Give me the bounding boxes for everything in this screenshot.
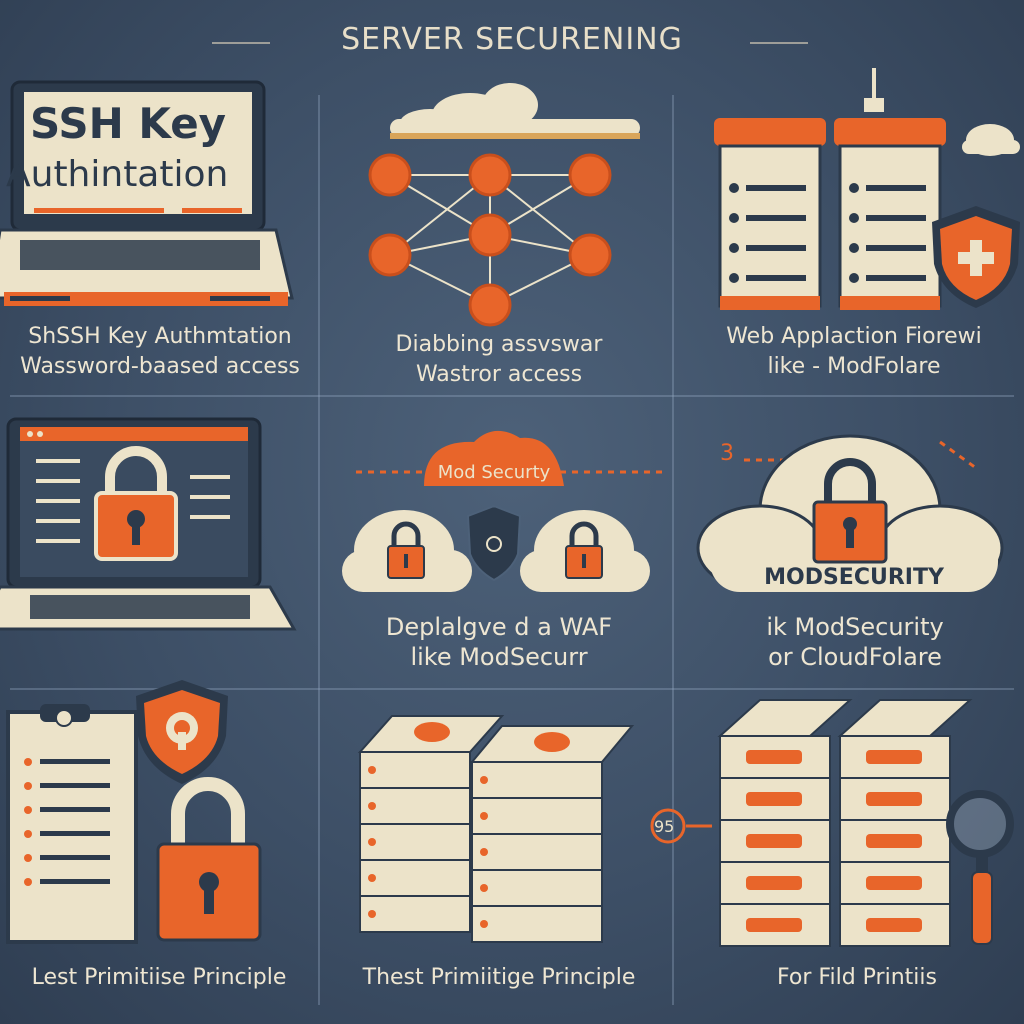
server-rack-icon — [837, 699, 973, 947]
cloud-lock-icon — [520, 510, 650, 592]
caption-line-1: Deplalgve d a WAF — [385, 613, 613, 641]
padlock-icon — [94, 446, 178, 561]
padlock-icon — [156, 777, 262, 942]
number-badge: 3 — [720, 441, 734, 466]
padlock-icon — [812, 458, 888, 564]
panel-modsecurity-cloud: 3 MODSECURITY — [690, 420, 1020, 610]
row-divider-1 — [10, 395, 1014, 397]
panel-waf: Mod Securty — [334, 420, 664, 600]
caption-line-1: For Fild Printiis — [777, 965, 937, 990]
caption-firewall: Web Applaction Fiorewi like - ModFolare — [684, 322, 1024, 382]
title-rule-left — [212, 42, 270, 44]
checklist-lock-illustration — [6, 680, 262, 944]
cloud-icon — [696, 434, 1004, 592]
caption-line-2: Wastror access — [415, 362, 583, 387]
caption-line-1: Diabbing assvswar — [395, 332, 603, 357]
clipboard-icon — [6, 704, 138, 944]
caption-line-1: ik ModSecurity — [766, 613, 944, 641]
page-title: SERVER SECURENING — [341, 22, 683, 57]
panel-stacked-servers — [352, 696, 652, 956]
panel-server-audit: 95 — [650, 696, 1020, 958]
panel-least-privilege — [0, 676, 300, 956]
cloud-lock-icon — [342, 510, 472, 592]
caption-line-1: Thest Primiitige Principle — [362, 965, 636, 990]
caption-server-audit: For Fild Printiis — [690, 963, 1024, 993]
panel-ssh-key: SSH Key Authintation — [0, 80, 300, 320]
locked-laptop-icon — [0, 417, 297, 631]
caption-waf: Deplalgve d a WAF like ModSecurr — [334, 612, 664, 672]
server-stack-icon — [469, 725, 635, 943]
panel-firewall — [700, 68, 1020, 318]
number-badge: 95 — [654, 817, 674, 836]
caption-line-1: Web Applaction Fiorewi — [726, 324, 982, 349]
server-icon — [834, 118, 946, 310]
waf-badge-label: Mod Securty — [438, 462, 551, 483]
row-divider-2 — [10, 688, 1014, 690]
cloud-label: MODSECURITY — [764, 565, 945, 590]
modsecurity-cloud-illustration: 3 MODSECURITY — [696, 434, 1004, 592]
screen-title: SSH Key — [30, 99, 226, 148]
caption-line-2: like - ModFolare — [767, 354, 941, 379]
network-diagram — [368, 83, 640, 327]
shield-icon — [136, 680, 228, 784]
cloud-icon — [390, 83, 640, 139]
column-divider-1 — [318, 95, 320, 1005]
title-rule-right — [750, 42, 808, 44]
laptop-icon: SSH Key Authintation — [0, 80, 294, 306]
caption-line-1: ShSSH Key Authmtation — [28, 324, 292, 349]
server-rack-illustration: 95 — [650, 699, 1014, 947]
caption-line-2: like ModSecurr — [410, 643, 588, 671]
caption-modsecurity: ik ModSecurity or CloudFolare — [690, 612, 1020, 672]
caption-network: Diabbing assvswar Wastror access — [334, 330, 664, 390]
caption-least-privilege: Lest Primitiise Principle — [0, 963, 318, 993]
server-icon — [714, 118, 826, 310]
caption-line-2: Wassword-baased access — [20, 354, 300, 379]
shield-icon — [932, 206, 1020, 308]
caption-line-1: Lest Primitiise Principle — [31, 965, 287, 990]
caption-line-2: or CloudFolare — [768, 643, 942, 671]
server-stack-icon — [357, 715, 505, 933]
caption-ssh: ShSSH Key Authmtation Wassword-baased ac… — [0, 322, 320, 382]
server-shield-illustration — [714, 68, 1020, 310]
caption-stacked: Thest Primiitige Principle — [334, 963, 664, 993]
title-bar: SERVER SECURENING — [0, 0, 1024, 70]
panel-network — [340, 75, 640, 335]
column-divider-2 — [672, 95, 674, 1005]
waf-illustration: Mod Securty — [342, 430, 664, 592]
server-rack-icon — [717, 699, 853, 947]
waf-badge: Mod Securty — [424, 430, 564, 486]
screen-subtitle: Authintation — [6, 154, 228, 195]
panel-laptop-lock — [0, 415, 310, 645]
magnifier-icon — [946, 790, 1014, 945]
stacked-servers-illustration — [357, 715, 635, 943]
